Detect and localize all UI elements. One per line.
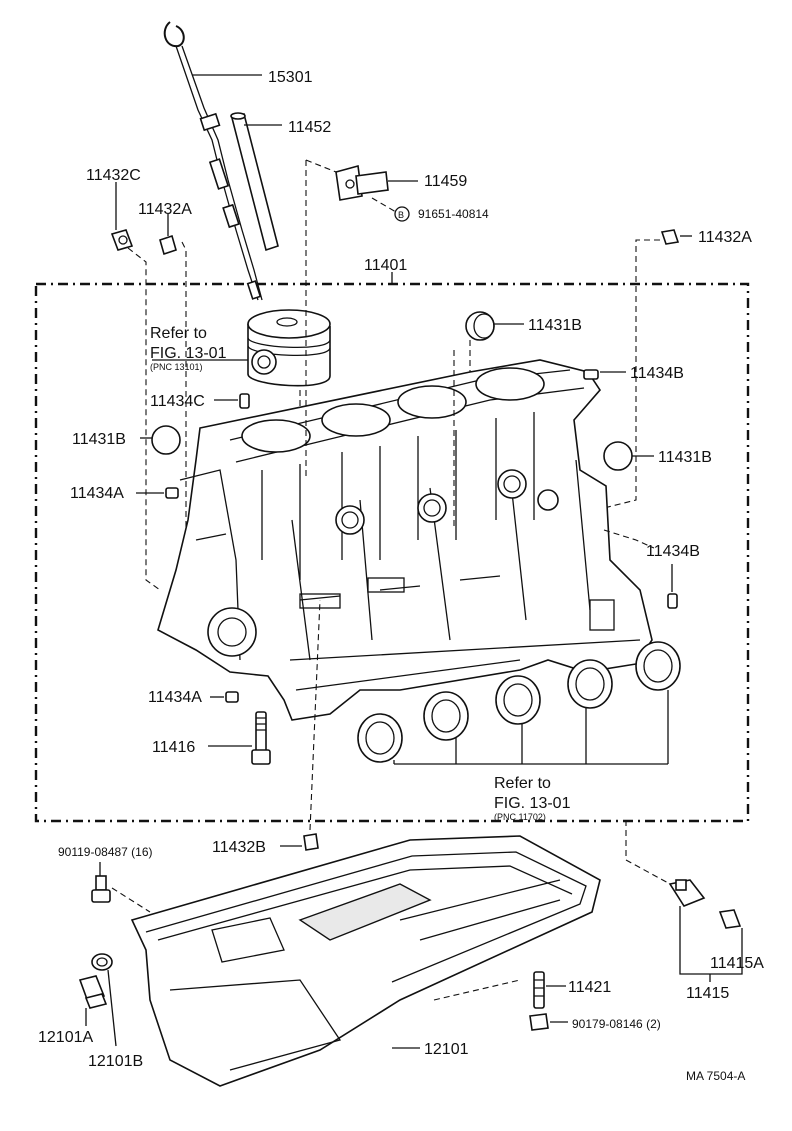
callout-91651: 91651-40814 (418, 207, 489, 221)
pan-bolt (91, 875, 111, 903)
oil-pan (130, 835, 601, 1087)
callout-12101: 12101 (424, 1041, 469, 1058)
callout-11434c: 11434C (150, 393, 205, 410)
drain-cock (668, 879, 706, 907)
bearing-ref-fig: FIG. 13-01 (494, 795, 571, 812)
main-bearings (357, 641, 681, 765)
callout-11416: 11416 (152, 739, 195, 756)
piston-ref-refer: Refer to (150, 325, 207, 342)
dowel-11434a-upper (165, 487, 179, 499)
dowel-11434c (239, 393, 250, 409)
dipstick (163, 21, 263, 301)
plug-11432a-right (660, 229, 680, 245)
callout-11415: 11415 (686, 985, 729, 1002)
piston-ref-fig: FIG. 13-01 (150, 345, 227, 362)
callout-11434a-upper: 11434A (70, 485, 124, 502)
stud-11416 (251, 711, 271, 765)
expansion-plug-top (465, 311, 495, 341)
callout-11434b-right: 11434B (646, 543, 700, 560)
callout-11415a: 11415A (710, 955, 764, 972)
callout-11432a-left: 11432A (138, 201, 192, 218)
callout-11432b: 11432B (212, 839, 266, 856)
drain-gasket (91, 953, 113, 971)
callout-11432a-right: 11432A (698, 229, 752, 246)
callout-11431b-top: 11431B (528, 317, 582, 334)
callout-91651-mark: B (398, 210, 404, 220)
callout-12101a: 12101A (38, 1029, 93, 1046)
callout-11434b-top: 11434B (630, 365, 684, 382)
stud-11421 (533, 971, 545, 1009)
callout-11431b-right: 11431B (658, 449, 712, 466)
bracket (335, 164, 389, 201)
callout-90179: 90179-08146 (2) (572, 1017, 661, 1031)
dowel-11434a-lower (225, 691, 239, 703)
drain-cock-plug (718, 909, 742, 929)
drain-plug (78, 975, 108, 1009)
expansion-plug-left (151, 425, 181, 455)
callout-12101b: 12101B (88, 1053, 143, 1070)
callout-11434a-lower: 11434A (148, 689, 202, 706)
dipstick-guide (230, 112, 279, 252)
callout-11459: 11459 (424, 173, 467, 190)
callout-11431b-left: 11431B (72, 431, 126, 448)
callout-11432c: 11432C (86, 167, 141, 184)
plug-11432c (110, 229, 134, 251)
bearing-ref-pnc: (PNC 11702) (494, 812, 546, 822)
callout-15301: 15301 (268, 69, 313, 86)
callout-11452: 11452 (288, 119, 331, 136)
cylinder-block (157, 359, 653, 721)
bearing-ref-refer: Refer to (494, 775, 551, 792)
plug-11432a-left (159, 234, 177, 256)
dowel-11434b-top (583, 369, 599, 380)
expansion-plug-right (603, 441, 633, 471)
nut-90179 (529, 1013, 549, 1031)
piston-ref-pnc: (PNC 13101) (150, 362, 203, 372)
figure-code: MA 7504-A (686, 1069, 745, 1083)
callout-90119: 90119-08487 (16) (58, 845, 153, 859)
callout-11401: 11401 (364, 257, 407, 274)
dowel-11434b-right (667, 593, 678, 609)
callout-11421: 11421 (568, 979, 611, 996)
plug-11432b (303, 833, 319, 851)
